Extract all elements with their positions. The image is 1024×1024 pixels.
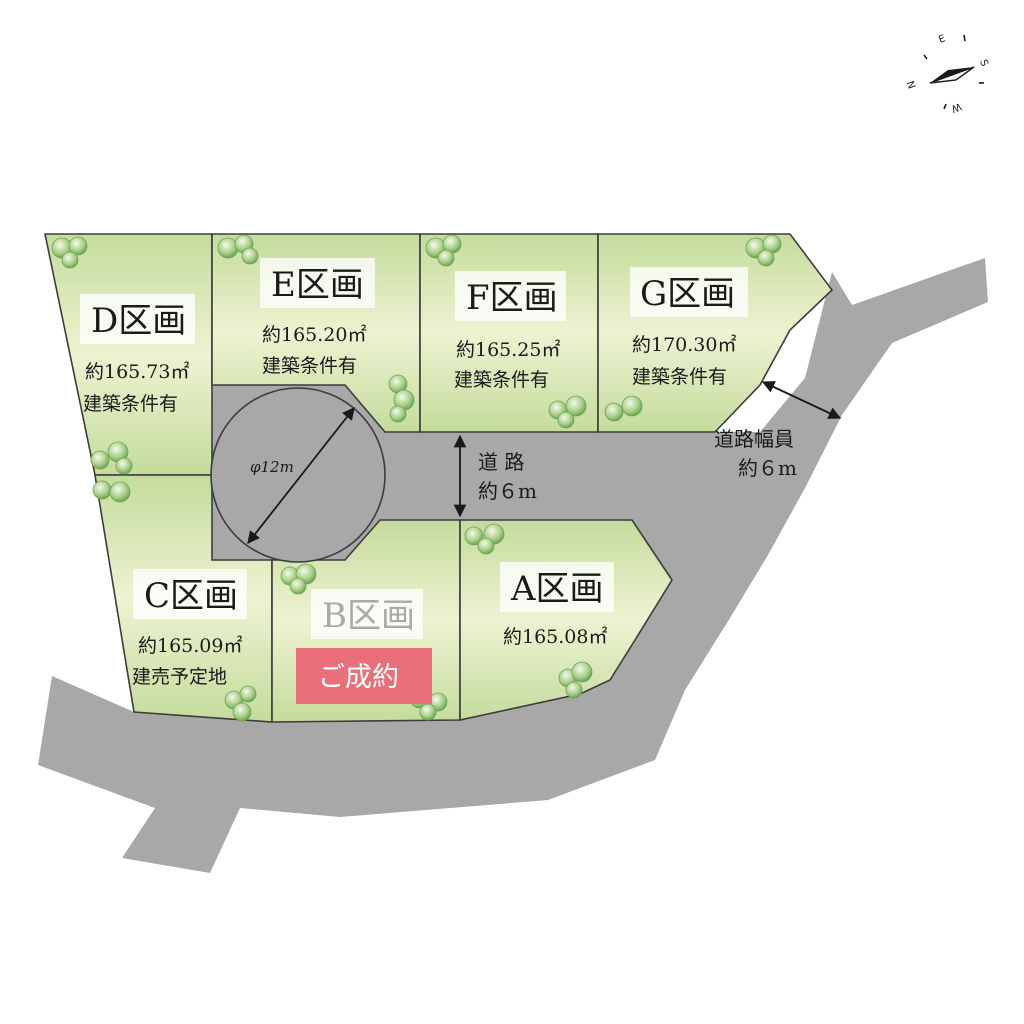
compass-needle-tail-icon [929,66,975,84]
lot-d-name-bg [80,294,195,344]
compass-letter-e: E [937,33,947,46]
lot-e-name: E区画 [271,265,364,305]
lot-a-name-bg [500,562,614,612]
tree-icon [419,703,437,721]
sold-badge [296,648,432,704]
trees [51,234,782,722]
compass-icon: E S N W [906,33,990,114]
tree-icon [217,237,239,259]
road-dimensions [453,381,842,518]
lot-g-name: G区画 [640,274,735,314]
lot-d-name: D区画 [91,301,186,341]
tree-icon [477,537,495,555]
road-labels: 道 路 約６m 道路幅員 約６m [478,427,797,503]
tree-icon [61,251,79,269]
tree-icon [604,402,624,422]
tree-icon [92,480,112,500]
lot-d-area: 約165.73㎡ [85,360,189,383]
tree-icon [115,457,133,475]
lot-b-name: B区画 [322,596,415,636]
lot-f-condition: 建築条件有 [454,369,549,391]
tree-icon [289,577,307,595]
inner-road-width: 約６m [478,479,537,503]
lot-f-area: 約165.25㎡ [456,338,560,361]
lot-c-area: 約165.09㎡ [138,634,242,657]
gap-fill [690,432,806,520]
sold-badge-text: ご成約 [318,662,399,693]
lot-e-condition: 建築条件有 [262,355,357,377]
lot-g-condition: 建築条件有 [632,366,727,388]
lot-d [44,233,213,476]
lot-c-name: C区画 [144,576,238,616]
tree-icon [389,405,407,423]
tree-icon [109,481,131,503]
lot-c-condition: 建売予定地 [132,666,227,688]
tree-icon [621,395,643,417]
lot-f-name: F区画 [466,278,558,318]
diameter-label: φ12m [250,458,294,476]
compass-letter-w: W [950,100,963,114]
lot-c-name-bg [133,569,247,619]
tree-icon [437,249,455,267]
main-road-width-arrow [761,381,842,419]
cul-de-sac: φ12m [210,387,386,563]
lot-d-condition: 建築条件有 [83,393,178,415]
compass-tick [943,103,947,110]
compass-tick [923,54,928,60]
diameter-arrow [247,407,355,544]
main-road-width: 約６m [738,456,797,480]
lot-g-name-bg [630,267,748,317]
tree-icon [571,661,593,683]
lot-g-area: 約170.30㎡ [632,333,736,356]
tree-icon [565,395,587,417]
tree-icon [90,450,110,470]
tree-icon [68,236,88,256]
tree-icon [464,526,484,546]
compass-letter-s: S [977,58,990,68]
tree-icon [239,685,257,703]
lot-f-name-bg [455,271,566,321]
compass-tick [963,34,966,42]
lot-e-name-bg [260,258,375,308]
tree-icon [241,247,259,265]
tree-icon [232,702,252,722]
lot-labels: D区画 約165.73㎡ 建築条件有 E区画 約165.20㎡ 建築条件有 F区… [80,258,748,704]
tree-icon [557,411,575,429]
tree-icon [565,681,583,699]
inner-road-label: 道 路 [478,450,524,474]
compass-letter-n: N [906,79,919,90]
main-road [38,258,988,873]
lot-a-name: A区画 [510,569,604,609]
main-road-label: 道路幅員 [714,427,794,451]
cul-de-sac-circle [210,387,386,563]
tree-icon [757,249,775,267]
lot-a-area: 約165.08㎡ [503,625,607,648]
lot-e-area: 約165.20㎡ [262,323,366,346]
lot-b-name-bg [311,589,423,639]
